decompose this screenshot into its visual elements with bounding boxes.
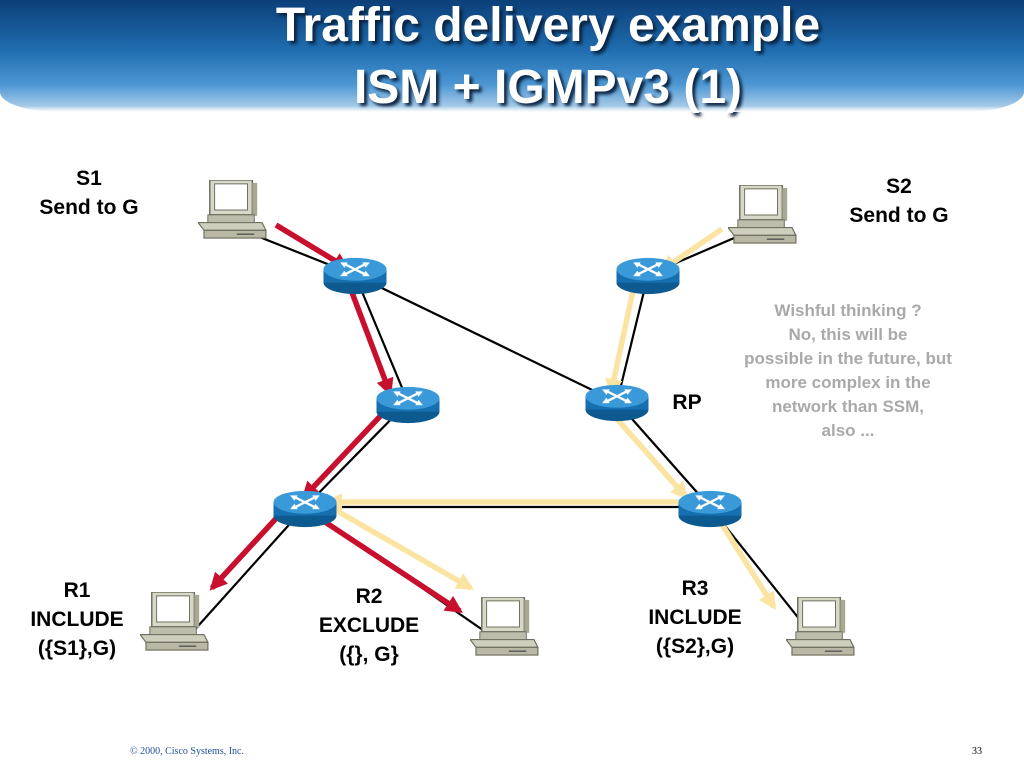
s1-label: S1 Send to G (14, 164, 164, 222)
slide-title-line-1: Traffic delivery example (275, 0, 821, 52)
router-icon (322, 256, 388, 296)
router-icon (615, 256, 681, 296)
r3-mode: INCLUDE (648, 606, 742, 629)
note-line: Wishful thinking ? (774, 301, 922, 320)
red-arrow-r3-to-r1host (209, 510, 285, 591)
s2-action: Send to G (849, 204, 949, 227)
r1-computer-icon (140, 592, 209, 651)
yellow-arrow-rp-to-r5 (607, 409, 689, 500)
title-banner: Traffic delivery example ISM + IGMPv3 (1… (0, 0, 1024, 114)
r3-computer-icon (786, 597, 855, 656)
r1-mode: INCLUDE (30, 608, 124, 631)
red-arrow-r1-to-r2 (345, 281, 394, 397)
r2-computer-icon (470, 597, 539, 656)
wishful-thinking-note: Wishful thinking ? No, this will be poss… (724, 299, 972, 443)
page-number: 33 (972, 746, 982, 757)
yellow-arrow-r3-to-r2host (330, 505, 475, 591)
s1-computer-icon (198, 180, 267, 239)
note-line: also ... (821, 421, 875, 440)
r1-name: R1 (63, 579, 91, 602)
r1-label: R1 INCLUDE ({S1},G) (4, 576, 150, 663)
r2-filter: ({}, G} (339, 643, 399, 666)
note-line: possible in the future, but (744, 349, 952, 368)
rp-router-icon (584, 383, 650, 423)
s2-name: S2 (886, 175, 912, 198)
copyright-footer: © 2000, Cisco Systems, Inc. (130, 746, 244, 757)
rp-label: RP (672, 391, 702, 414)
s2-label: S2 Send to G (824, 172, 974, 230)
r3-filter: ({S2},G) (655, 635, 735, 658)
link-r1-r2 (353, 274, 410, 403)
link-r3-h1 (189, 506, 306, 636)
r3-name: R3 (681, 577, 709, 600)
r3-label: R3 INCLUDE ({S2},G) (620, 574, 770, 661)
r2-label: R2 EXCLUDE ({}, G} (294, 582, 444, 669)
router-icon (677, 489, 743, 529)
s1-name: S1 (76, 167, 102, 190)
s1-action: Send to G (39, 196, 139, 219)
red-arrow-r2-to-r3 (301, 408, 389, 500)
note-line: No, this will be (788, 325, 908, 344)
yellow-arrow-r4-to-rp (605, 285, 637, 397)
link-r1-rp (354, 274, 618, 403)
router-icon (272, 489, 338, 529)
red-arrow-r3-to-r2host (323, 519, 463, 614)
note-line: more complex in the (765, 373, 931, 392)
s2-computer-icon (728, 185, 797, 244)
router-icon (375, 385, 441, 425)
r2-name: R2 (355, 585, 383, 608)
yellow-arrow-r5-to-r3host (713, 513, 777, 610)
note-line: network than SSM, (771, 397, 925, 416)
r2-mode: EXCLUDE (318, 614, 420, 637)
r1-filter: ({S1},G) (37, 637, 117, 660)
slide-title-line-2: ISM + IGMPv3 (1) (353, 61, 743, 114)
